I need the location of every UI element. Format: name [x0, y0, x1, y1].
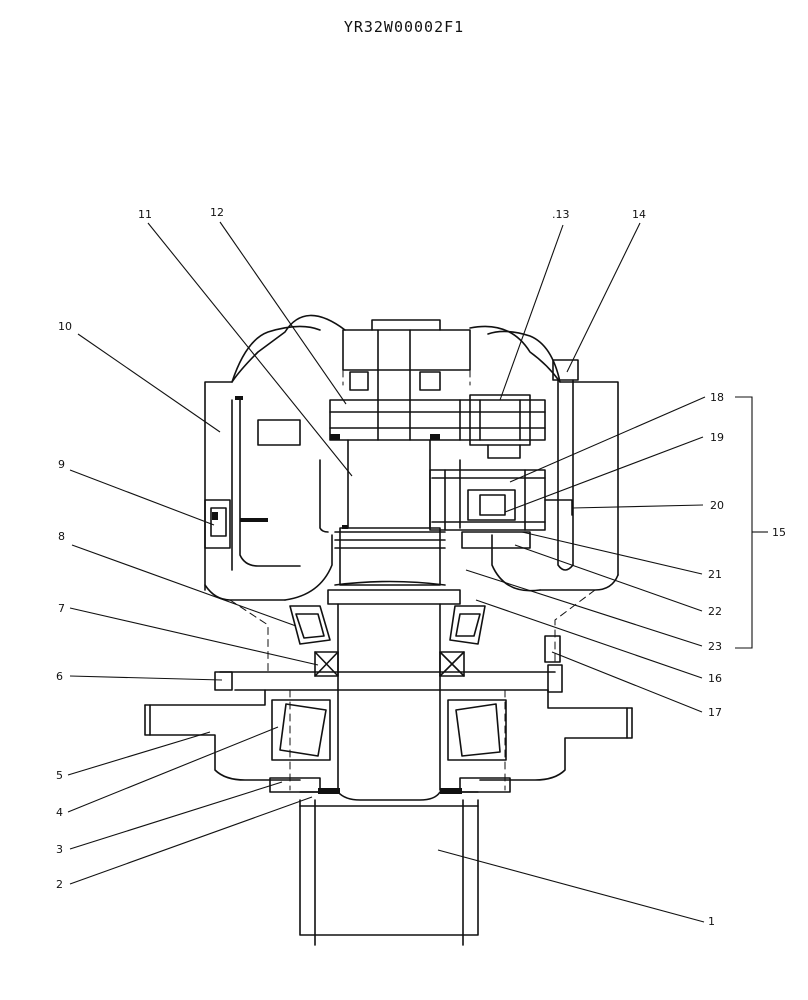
callout-7: 7 [58, 602, 65, 615]
callout-20: 20 [710, 499, 724, 512]
callout-18: 18 [710, 391, 724, 404]
callout-1: 1 [708, 915, 715, 928]
callout-10: 10 [58, 320, 72, 333]
callout-23: 23 [708, 640, 722, 653]
housing-hidden-lines [229, 589, 596, 673]
drawing-id: YR32W00002F1 [343, 18, 465, 36]
upper-gear-set [329, 394, 546, 459]
cap-bolt [552, 359, 579, 571]
upper-cover [204, 314, 619, 601]
callout-bracket-15 [735, 396, 768, 649]
output-shaft [269, 777, 511, 946]
lower-housing-flange [144, 635, 633, 791]
callout-16: 16 [708, 672, 722, 685]
callout-14: 14 [632, 208, 646, 221]
callout-17: 17 [708, 706, 722, 719]
callout-19: 19 [710, 431, 724, 444]
callout-13: .13 [552, 208, 570, 221]
upper-bearings [289, 605, 486, 645]
solid-details [212, 396, 462, 794]
callout-12: 12 [210, 206, 224, 219]
callout-3: 3 [56, 843, 63, 856]
callout-5: 5 [56, 769, 63, 782]
callout-9: 9 [58, 458, 65, 471]
callout-22: 22 [708, 605, 722, 618]
callout-15: 15 [772, 526, 786, 539]
drive-shaft [319, 439, 461, 791]
callout-21: 21 [708, 568, 722, 581]
callout-8: 8 [58, 530, 65, 543]
callout-labels: 1 2 3 4 5 6 7 8 9 10 11 12 .13 14 15 16 … [56, 206, 786, 928]
lower-bearings [271, 699, 507, 761]
leader-lines [67, 221, 706, 923]
callout-4: 4 [56, 806, 63, 819]
planetary-gear-section [429, 469, 573, 549]
callout-2: 2 [56, 878, 63, 891]
callout-6: 6 [56, 670, 63, 683]
callout-11: 11 [138, 208, 152, 221]
shaft-top-nut [342, 319, 471, 401]
plug [204, 499, 231, 549]
